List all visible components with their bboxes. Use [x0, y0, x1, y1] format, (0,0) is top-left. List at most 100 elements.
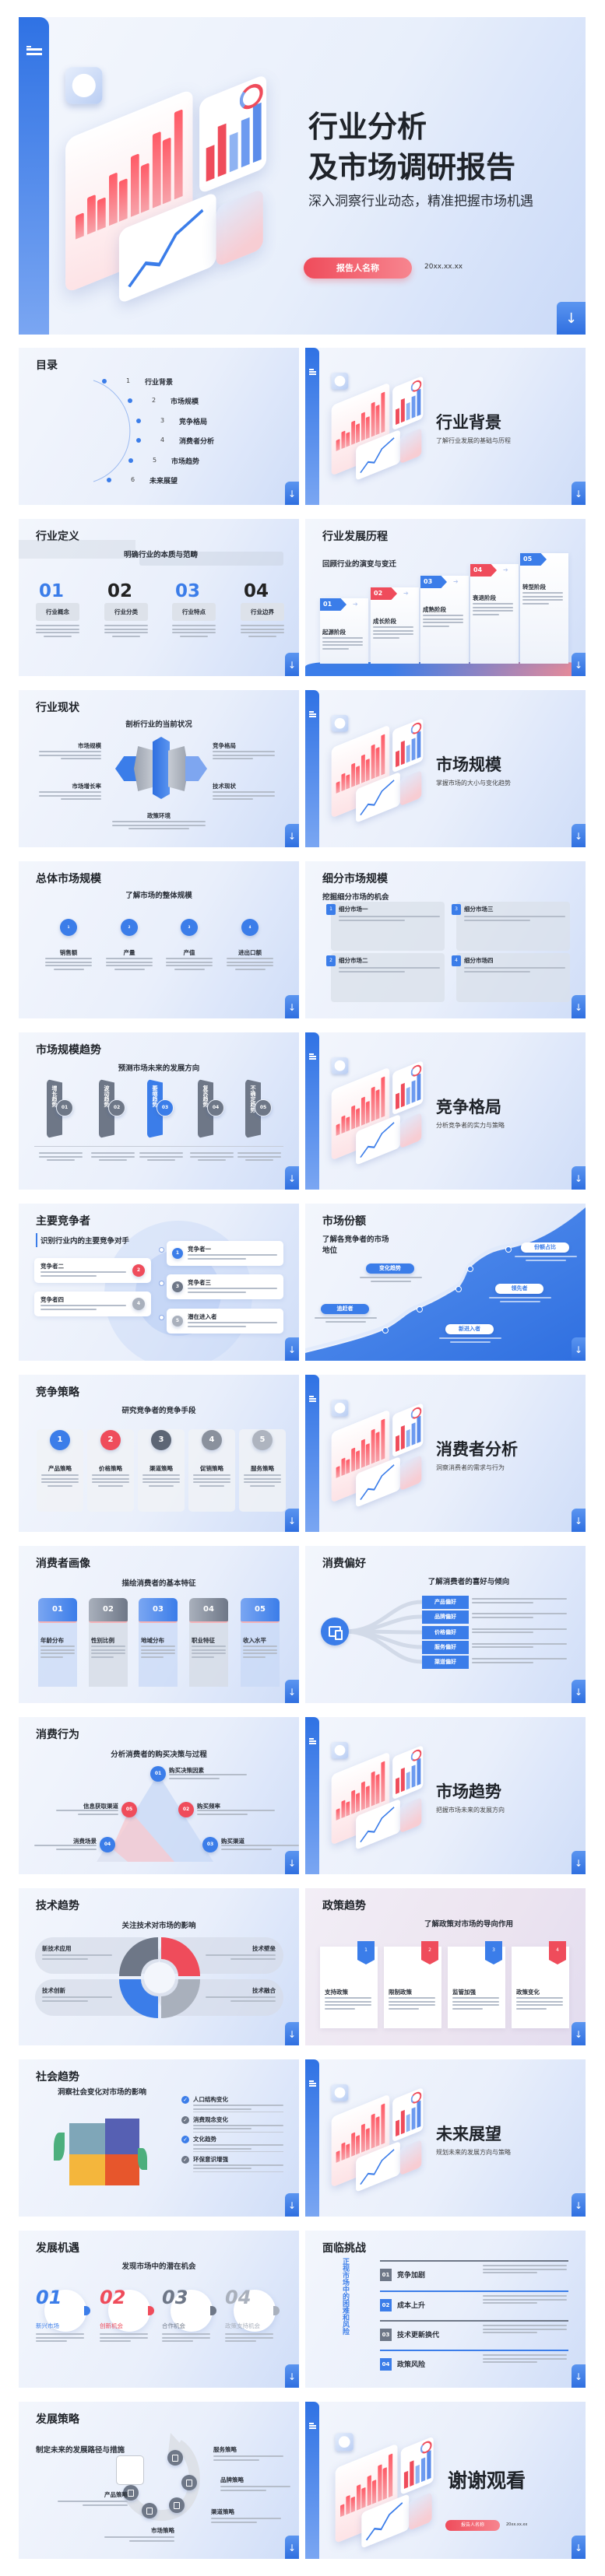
chart-bar — [406, 1771, 410, 1790]
clock-icon — [331, 2084, 349, 2101]
arrow-down-icon[interactable]: ↓ — [285, 482, 299, 505]
tech-label: 技术创新 — [42, 1987, 65, 1994]
toc-item-5[interactable]: 市场趋势 — [171, 458, 200, 466]
hamburger-menu-icon[interactable] — [26, 46, 42, 51]
text-line — [483, 2268, 567, 2270]
stage-label: 起源阶段 — [322, 629, 346, 636]
hamburger-menu-icon[interactable] — [309, 369, 316, 373]
arrow-down-icon[interactable]: ↓ — [572, 2022, 586, 2045]
timeline-dot — [505, 1246, 512, 1253]
text-line — [139, 1152, 183, 1154]
text-line — [114, 968, 145, 970]
connector-dot — [159, 1281, 164, 1286]
competitor-card — [34, 1292, 151, 1316]
description-text — [452, 1997, 499, 2011]
text-line — [40, 1656, 63, 1658]
text-line — [526, 1259, 566, 1261]
text-line — [225, 2333, 273, 2335]
arrow-down-icon[interactable]: ↓ — [572, 2536, 586, 2559]
stage-badge: 04 — [470, 564, 497, 577]
chart-bar — [346, 432, 350, 447]
description-text — [36, 625, 79, 639]
arrow-down-icon[interactable]: ↓ — [572, 1509, 586, 1532]
text-line — [241, 632, 284, 634]
arrow-down-icon[interactable]: ↓ — [557, 302, 586, 335]
hamburger-menu-icon[interactable] — [309, 711, 316, 715]
chart-bar — [129, 153, 139, 218]
arrow-down-icon[interactable]: ↓ — [285, 2536, 299, 2559]
toc-item-4[interactable]: 消费者分析 — [179, 438, 215, 446]
text-line — [193, 2144, 283, 2146]
opportunity-label: 新兴市场 — [36, 2322, 59, 2329]
toc-item-1[interactable]: 行业背景 — [145, 379, 174, 387]
competitor-number: 2 — [132, 1264, 145, 1277]
description-text — [225, 2333, 273, 2344]
arrow-down-icon[interactable]: ↓ — [572, 995, 586, 1018]
text-line — [41, 1474, 79, 1476]
arrow-down-icon[interactable]: ↓ — [572, 824, 586, 847]
clock-icon — [331, 1741, 349, 1759]
toc-item-2[interactable]: 市场规模 — [171, 398, 199, 406]
chart-bar — [380, 1418, 385, 1460]
stage-badge: 05 — [520, 553, 547, 566]
hamburger-menu-icon[interactable] — [309, 1053, 316, 1057]
strategy-label: 促销策略 — [200, 1465, 223, 1472]
chart-bar — [375, 2116, 380, 2147]
step-number: 05 — [121, 1802, 137, 1817]
hamburger-menu-icon[interactable] — [309, 2423, 316, 2427]
chart-bar — [97, 197, 106, 231]
text-line — [58, 2501, 128, 2502]
text-line — [389, 2007, 419, 2010]
description-text — [211, 2518, 281, 2525]
competitor-label: 竞争者三 — [188, 1279, 211, 1286]
chart-bar — [361, 412, 365, 441]
chart-bar — [411, 1080, 416, 1103]
toc-item-6[interactable]: 未来展望 — [149, 478, 178, 485]
text-line — [339, 919, 405, 921]
arrow-down-icon[interactable]: ↓ — [572, 1851, 586, 1874]
arrow-down-icon[interactable]: ↓ — [285, 1851, 299, 1874]
arrow-down-icon[interactable]: ↓ — [285, 1337, 299, 1361]
arrow-down-icon[interactable]: ↓ — [285, 995, 299, 1018]
hamburger-menu-icon[interactable] — [309, 1738, 316, 1742]
toc-item-3[interactable]: 竞争格局 — [179, 419, 208, 426]
arrow-down-icon[interactable]: ↓ — [572, 653, 586, 676]
slide-title: 细分市场规模 — [322, 873, 388, 885]
title-line-1: 行业分析 — [308, 110, 427, 144]
arrow-down-icon[interactable]: ↓ — [285, 1680, 299, 1703]
arrow-down-icon[interactable]: ↓ — [572, 1337, 586, 1361]
dashboard-illustration — [321, 1398, 427, 1508]
arrow-down-icon[interactable]: ↓ — [572, 1166, 586, 1190]
challenge-number: 03 — [380, 2329, 392, 2341]
arrow-down-icon[interactable]: ↓ — [572, 2193, 586, 2217]
arrow-down-icon[interactable]: ↓ — [285, 2022, 299, 2045]
hamburger-menu-icon[interactable] — [309, 2080, 316, 2084]
text-line — [104, 632, 148, 634]
text-line — [389, 2000, 435, 2003]
arrow-down-icon[interactable]: ↓ — [285, 1166, 299, 1190]
text-line — [515, 1256, 577, 1257]
arrow-down-icon[interactable]: ↓ — [285, 824, 299, 847]
arrow-down-icon[interactable]: ↓ — [572, 482, 586, 505]
text-line — [39, 794, 101, 797]
hamburger-menu-icon[interactable] — [309, 1396, 316, 1400]
status-label: 技术现状 — [213, 783, 236, 790]
check-circle-icon: ✓ — [181, 2096, 189, 2104]
presenter-button[interactable]: 报告人名称 — [445, 2520, 500, 2531]
arrow-down-icon[interactable]: ↓ — [572, 2364, 586, 2388]
description-text — [188, 1322, 277, 1329]
arrow-down-icon[interactable]: ↓ — [572, 1680, 586, 1703]
text-line — [45, 965, 92, 967]
arrow-down-icon[interactable]: ↓ — [285, 653, 299, 676]
chart-bar — [173, 109, 182, 200]
text-line — [213, 2459, 259, 2461]
policy-label: 限制政策 — [389, 1989, 412, 1996]
arrow-down-icon[interactable]: ↓ — [285, 1509, 299, 1532]
arrow-down-icon[interactable]: ↓ — [285, 2364, 299, 2388]
segment-card — [331, 953, 445, 1002]
text-line — [39, 1155, 83, 1158]
arrow-down-icon[interactable]: ↓ — [285, 2193, 299, 2217]
text-line — [190, 1152, 234, 1154]
presenter-button[interactable]: 报告人名称 — [304, 258, 412, 279]
